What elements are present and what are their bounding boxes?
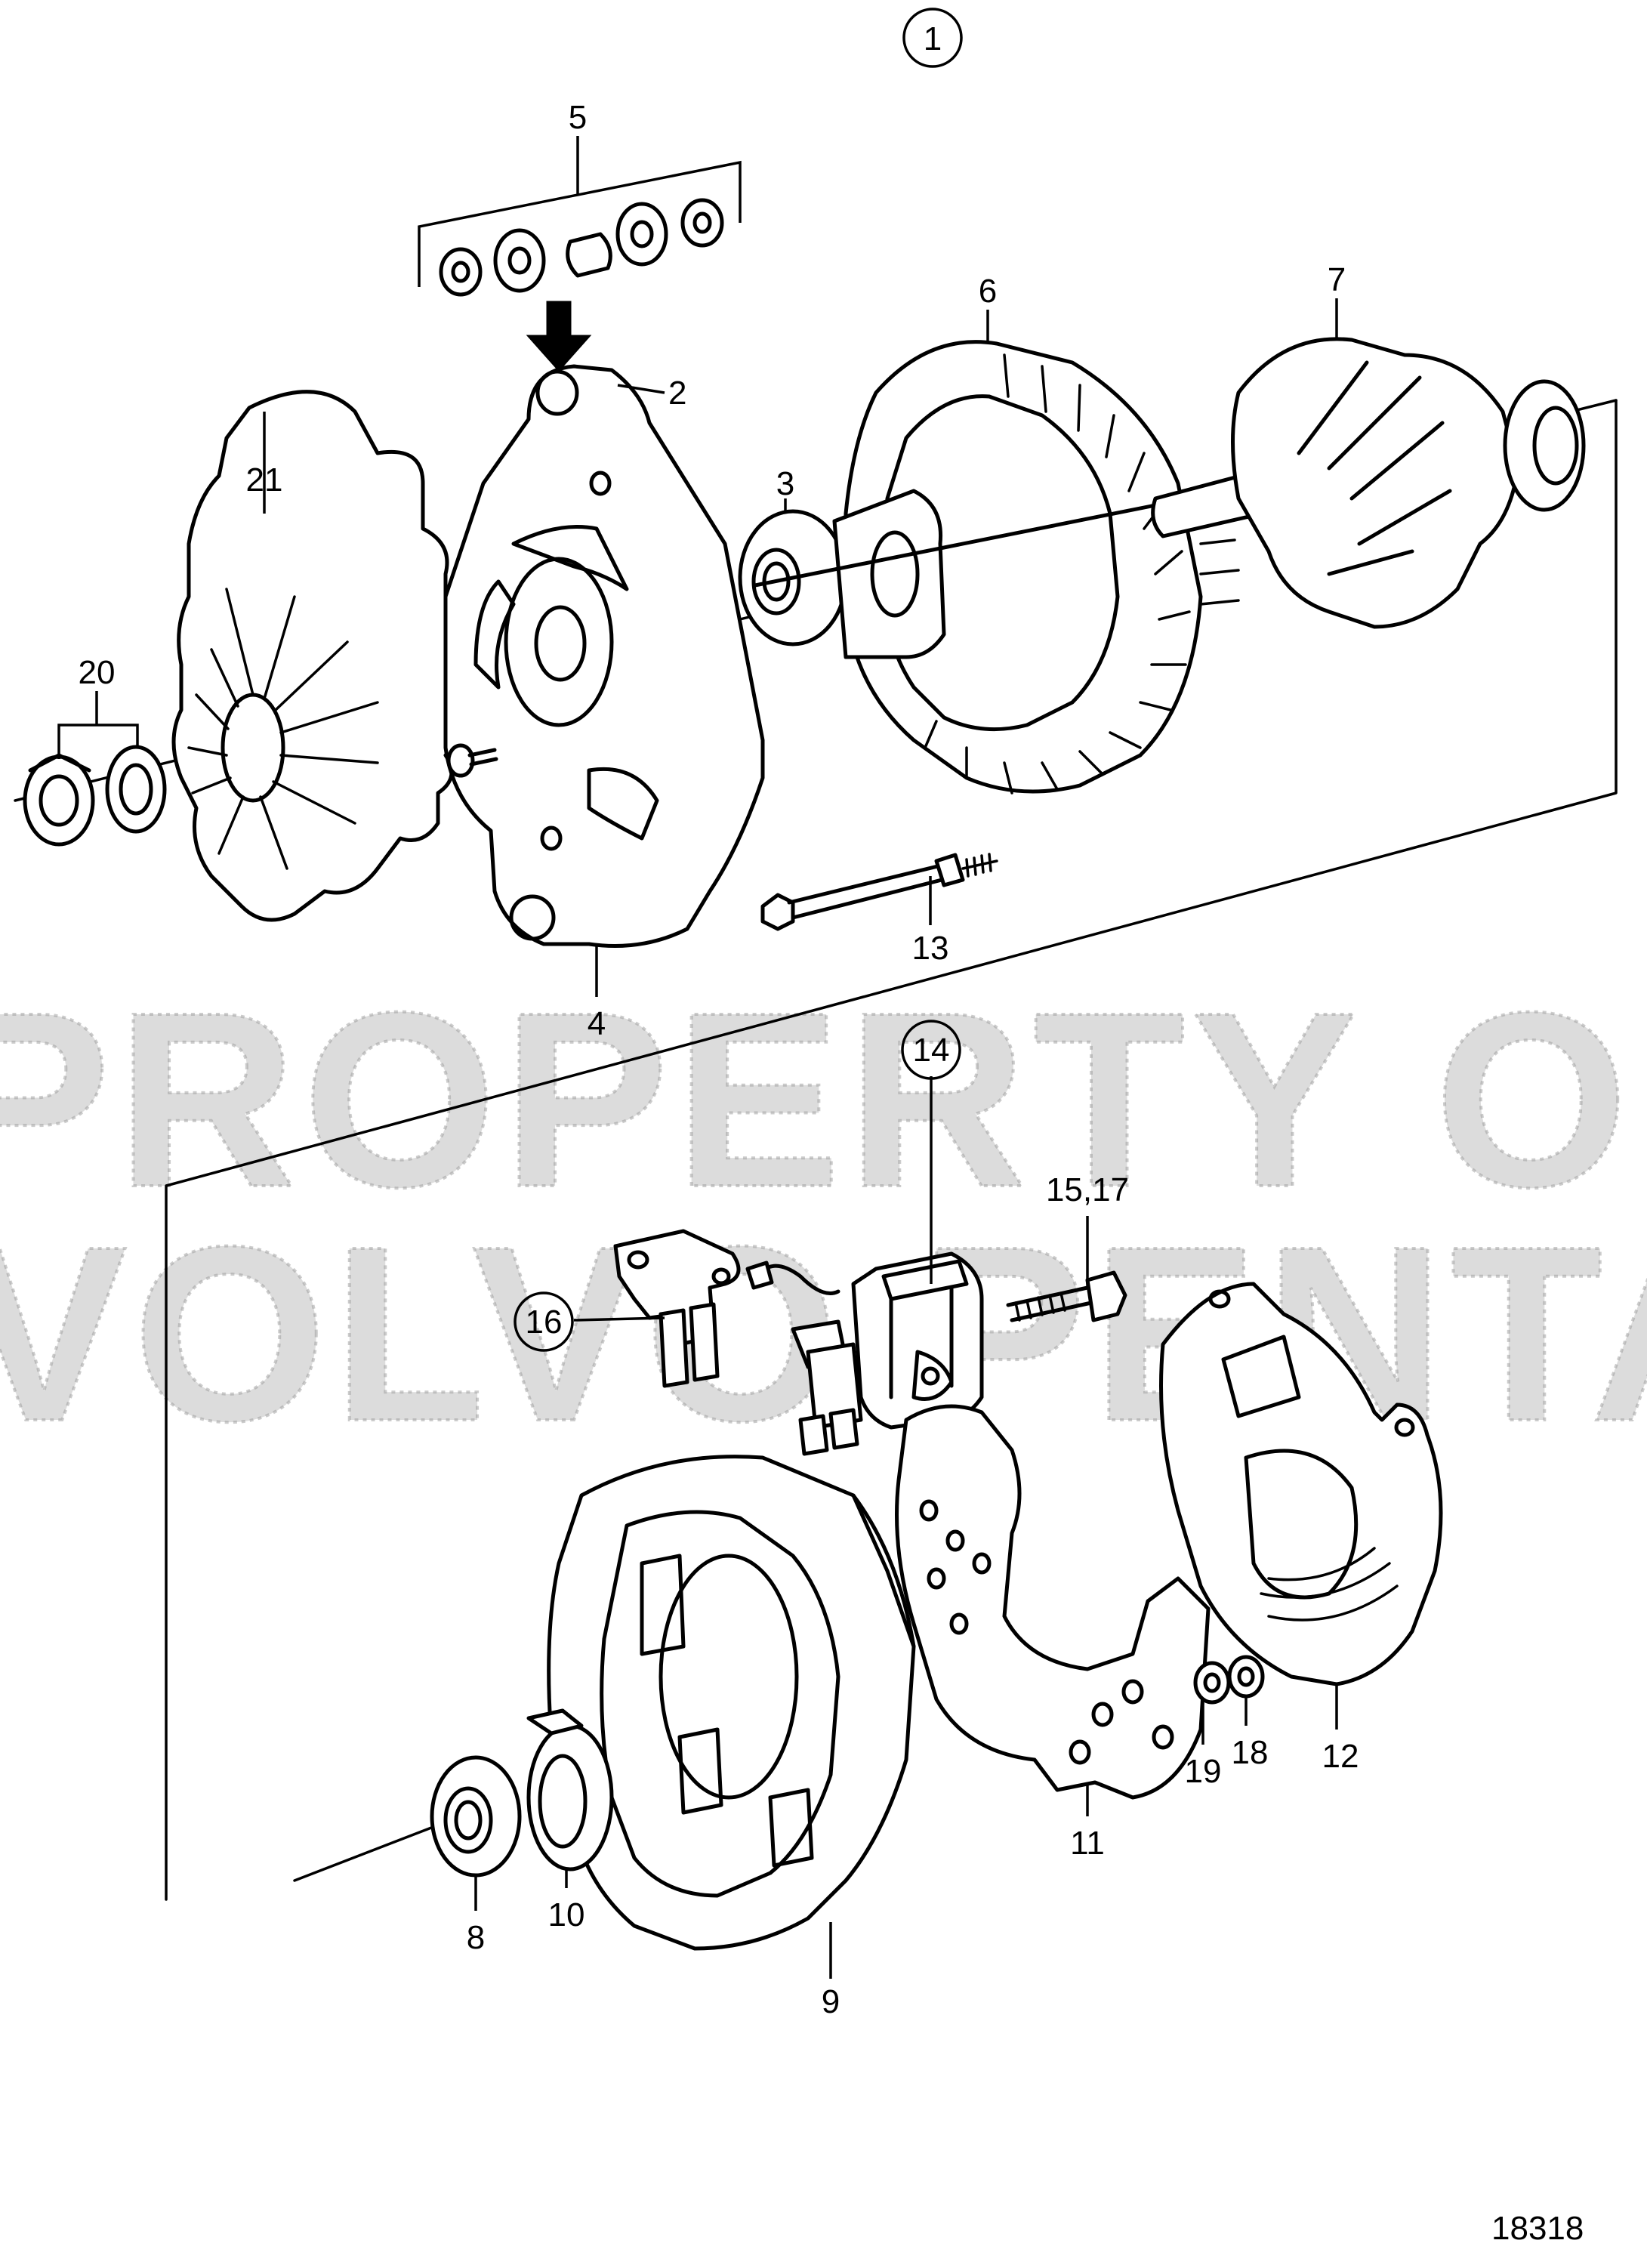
callout-11: 11 — [1070, 1825, 1105, 1862]
callout-7: 7 — [1328, 261, 1346, 298]
callout-15-17: 15,17 — [1046, 1171, 1129, 1208]
callout-3: 3 — [776, 465, 794, 502]
drawing-number: 18318 — [1491, 2210, 1584, 2247]
callout-2: 2 — [668, 375, 686, 412]
fan — [171, 390, 476, 922]
rotor — [753, 337, 1586, 629]
shield-screw — [446, 743, 498, 778]
bushing-kit — [439, 198, 724, 297]
callout-14: 14 — [901, 1020, 961, 1080]
callout-20: 20 — [79, 654, 116, 691]
brush-holder — [613, 1229, 741, 1388]
end-cap — [1159, 1282, 1443, 1686]
leader-lines — [57, 298, 1338, 1979]
callout-16-label: 16 — [526, 1304, 563, 1341]
callout-19: 19 — [1185, 1753, 1222, 1790]
rectifier — [895, 1404, 1211, 1800]
assembly-arrow — [526, 301, 592, 372]
voltage-regulator — [745, 1251, 984, 1456]
callout-12: 12 — [1322, 1738, 1359, 1775]
callout-1-label: 1 — [924, 20, 942, 57]
bracket-5 — [418, 160, 742, 287]
drive-end-shield — [443, 364, 765, 948]
callout-4: 4 — [588, 1005, 606, 1042]
callout-10: 10 — [548, 1896, 585, 1933]
callout-6: 6 — [979, 273, 997, 310]
washers — [1193, 1655, 1265, 1705]
callout-14-label: 14 — [913, 1032, 950, 1069]
callout-5: 5 — [569, 99, 587, 136]
callout-8: 8 — [467, 1919, 485, 1956]
bearing-cover — [526, 1708, 614, 1871]
callout-18: 18 — [1232, 1734, 1269, 1771]
callout-13: 13 — [912, 930, 949, 967]
callout-9: 9 — [822, 1983, 840, 2020]
rear-bearing — [430, 1755, 522, 1878]
callout-21: 21 — [246, 461, 283, 498]
nut-and-washer — [23, 745, 167, 847]
stator — [832, 340, 1240, 795]
through-bolt — [760, 853, 998, 931]
callout-16: 16 — [514, 1291, 574, 1352]
slip-ring-end-shield — [547, 1455, 916, 1951]
regulator-screw — [1006, 1270, 1127, 1322]
group-bracket — [165, 399, 1618, 1901]
callout-1: 1 — [902, 8, 963, 68]
